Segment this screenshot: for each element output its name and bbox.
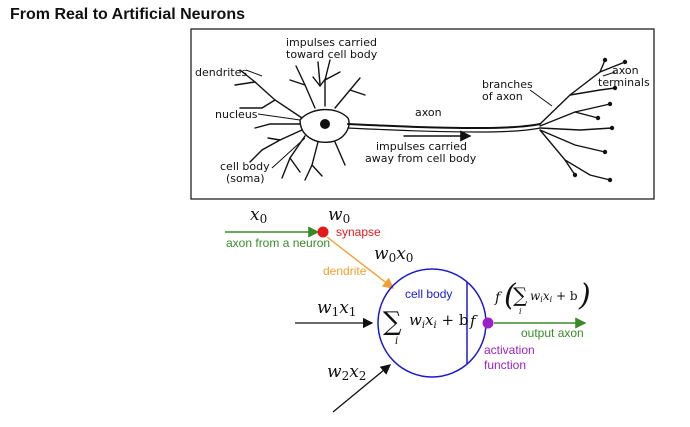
- w1x1-symbol: w1x1: [317, 298, 356, 319]
- terminal-dots: [320, 57, 628, 183]
- dendrite-arrow: [326, 236, 395, 289]
- synapse-dot: [317, 226, 329, 238]
- sum-symbol: ∑: [383, 307, 402, 337]
- x0-symbol: x0: [250, 205, 267, 226]
- dendrite-label: dendrite: [323, 264, 367, 278]
- axon-from-neuron-label: axon from a neuron: [226, 236, 330, 250]
- impulses-in-label-1: impulses carried: [286, 36, 377, 49]
- synapse-label: synapse: [336, 225, 381, 239]
- impulses-out-label-1: impulses carried: [376, 140, 467, 153]
- biological-neuron: dendrites impulses carried toward cell b…: [190, 28, 655, 200]
- sketch-frame: [190, 28, 655, 200]
- cell-body-label-2: (soma): [226, 172, 265, 185]
- activation-label-1: activation: [484, 343, 535, 357]
- axon-label: axon: [415, 106, 442, 119]
- dendrites-label: dendrites: [195, 66, 247, 79]
- output-sum-index: i: [519, 307, 522, 316]
- cell-body-label-1: cell body: [220, 160, 270, 173]
- terminals-label-1: axon: [612, 64, 639, 77]
- activation-label-2: function: [484, 358, 526, 372]
- sum-index: i: [395, 336, 398, 347]
- svg-text:(: (: [504, 278, 517, 313]
- w2x2-symbol: w2x2: [327, 362, 366, 383]
- svg-text:): ): [578, 278, 591, 313]
- page-title: From Real to Artificial Neurons: [10, 6, 245, 23]
- branches-label-1: branches: [482, 78, 533, 91]
- cell-body-label: cell body: [405, 287, 452, 301]
- impulses-in-label-2: toward cell body: [286, 48, 378, 61]
- activation-dot: [482, 317, 494, 329]
- nucleus-label: nucleus: [215, 108, 258, 121]
- neuron-drawing: [234, 59, 626, 181]
- nucleus-dot: [320, 119, 330, 129]
- terminals-label-2: terminals: [598, 76, 650, 89]
- w0x0-symbol: w0x0: [374, 244, 413, 265]
- output-expression: wixi + b: [530, 289, 578, 304]
- sum-expression: wixi + b: [409, 311, 468, 331]
- output-f: f: [494, 290, 503, 306]
- w0-symbol: w0: [328, 205, 350, 226]
- output-sum-symbol: ∑: [513, 283, 528, 307]
- label-pointers: [245, 69, 616, 169]
- artificial-neuron: x0 w0 synapse axon from a neuron w0x0 de…: [225, 205, 591, 413]
- output-formula: f ( ∑ i wixi + b ): [494, 278, 591, 316]
- f-symbol: f: [469, 312, 478, 330]
- branches-label-2: of axon: [482, 90, 523, 103]
- impulses-out-label-2: away from cell body: [365, 152, 477, 165]
- w2-input-arrow: [332, 364, 392, 413]
- output-axon-label: output axon: [521, 326, 584, 340]
